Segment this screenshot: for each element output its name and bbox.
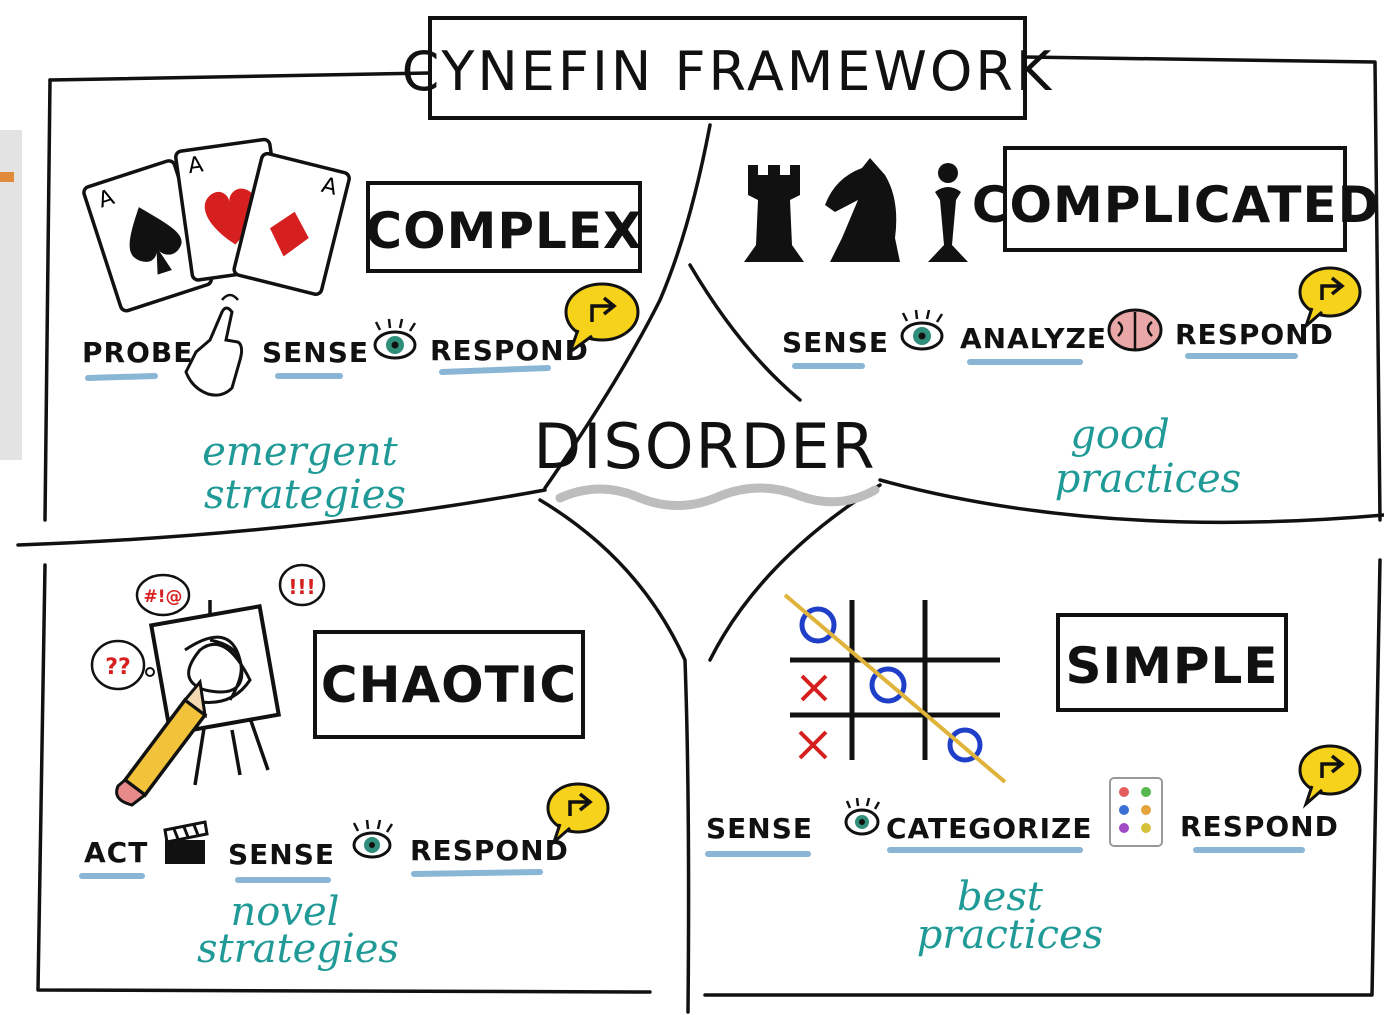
curve-bottom-left	[538, 498, 691, 1014]
brain-icon	[1107, 308, 1163, 352]
simple-practice-line2: practices	[917, 912, 1103, 958]
complicated-step-analyze: ANALYZE	[960, 322, 1107, 355]
svg-text:A: A	[95, 185, 117, 213]
color-dots-card-icon	[1109, 777, 1163, 847]
frame-divider-right	[878, 478, 1384, 525]
simple-label-box	[1056, 613, 1288, 712]
frame-bottom-left	[36, 563, 652, 994]
simple-practice-line1: best	[957, 874, 1044, 920]
svg-text:A: A	[319, 173, 340, 201]
complex-step-probe: PROBE	[82, 336, 193, 369]
respond-arrow-bubble-icon	[546, 782, 610, 847]
complex-step-respond: RESPOND	[430, 334, 589, 367]
clapperboard-icon	[163, 820, 209, 864]
frame-bottom-right	[703, 558, 1382, 997]
exclamation-bubble-right: !!!	[278, 563, 326, 607]
curve-top-left	[543, 123, 712, 490]
title-box	[428, 16, 1027, 120]
complicated-practice-line2: practices	[1055, 456, 1241, 502]
frame-top-left	[48, 71, 432, 82]
chaotic-practice-line2: strategies	[197, 926, 399, 972]
chaotic-practice-line1: novel	[231, 889, 340, 935]
complicated-practice-line1: good	[1070, 412, 1169, 458]
question-bubble: ??	[90, 639, 155, 691]
complicated-label: COMPLICATED	[972, 176, 1380, 234]
playing-cards-icon: A A A	[82, 137, 351, 313]
complicated-step-sense: SENSE	[782, 326, 889, 359]
chaotic-step-sense: SENSE	[228, 838, 335, 871]
simple-step-respond: RESPOND	[1180, 810, 1339, 843]
complex-underline-respond	[439, 365, 551, 375]
svg-text:??: ??	[105, 655, 131, 680]
chaotic-step-act: ACT	[84, 836, 148, 869]
disorder-label: DISORDER	[533, 410, 876, 483]
exclamation-bubble-left: #!@	[135, 573, 191, 617]
frame-divider-left	[16, 488, 547, 547]
complex-label: COMPLEX	[365, 202, 642, 260]
chaotic-label-box	[313, 630, 585, 739]
respond-arrow-bubble-icon	[1298, 266, 1362, 331]
complex-underline-probe	[85, 373, 158, 381]
respond-arrow-bubble-icon	[564, 282, 640, 357]
complex-practice-line2: strategies	[204, 472, 406, 518]
respond-arrow-bubble-icon	[1298, 744, 1362, 809]
frame-top-right	[1023, 55, 1382, 522]
chess-pieces-icon	[744, 158, 968, 262]
eye-icon	[844, 797, 881, 836]
curve-top-right	[688, 263, 802, 402]
background-window-sliver	[0, 130, 22, 460]
svg-text:!!!: !!!	[288, 575, 315, 599]
complicated-label-box	[1003, 146, 1347, 252]
frame-left-upper	[43, 78, 52, 522]
svg-text:#!@: #!@	[144, 587, 183, 607]
chaotic-underline-respond	[411, 869, 543, 877]
disorder-wave	[555, 483, 880, 510]
eye-icon	[373, 318, 417, 360]
background-window-accent	[0, 172, 14, 182]
simple-label: SIMPLE	[1065, 637, 1278, 695]
complex-label-box	[366, 181, 642, 273]
svg-text:A: A	[186, 152, 204, 179]
simple-step-categorize: CATEGORIZE	[886, 812, 1092, 845]
chaotic-label: CHAOTIC	[321, 656, 577, 714]
eye-icon	[352, 819, 394, 859]
eye-icon	[900, 309, 944, 351]
tic-tac-toe-icon	[783, 593, 1007, 784]
page-title: CYNEFIN FRAMEWORK	[402, 40, 1055, 103]
complex-practice-line1: emergent	[202, 429, 398, 475]
pointing-hand-icon	[184, 293, 244, 397]
chaotic-step-respond: RESPOND	[410, 834, 569, 867]
pencil-icon	[115, 678, 208, 807]
simple-step-sense: SENSE	[706, 812, 813, 845]
complex-step-sense: SENSE	[262, 336, 369, 369]
